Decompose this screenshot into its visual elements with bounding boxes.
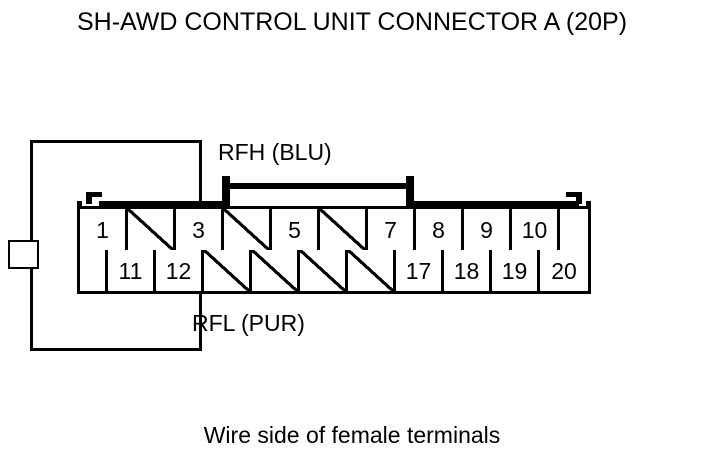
rfl-leader-vertical-right [199,291,202,351]
shell-top-edge-right [412,201,579,206]
rfh-leader-horizontal [30,140,202,143]
pin-grid: 1 3 5 7 8 9 10 11 12 17 18 19 20 [80,209,588,291]
label-rfh: RFH (BLU) [218,139,332,165]
pin-number: 3 [192,217,205,243]
pin-row-top: 1 3 5 7 8 9 10 [80,209,588,250]
shell-notch-right-riser [576,192,582,204]
latch-post-right [406,176,414,210]
shell-right-wall [586,201,591,294]
pin-number: 12 [165,258,192,284]
pin-cell-1: 1 [80,209,128,250]
pin-cell-3: 3 [176,209,224,250]
pin-cell-5: 5 [272,209,320,250]
shell-notch-left-cap [86,192,102,197]
pin-cell-19: 19 [492,250,540,291]
pin-cell-7: 7 [368,209,416,250]
pin-cell-blank [224,209,272,250]
pin-area-top-border [80,206,588,209]
label-rfl: RFL (PUR) [192,310,305,336]
pin-number: 1 [96,217,109,243]
pin-cell-17: 17 [396,250,444,291]
pin-cell-spacer [560,209,588,250]
page-title: SH-AWD CONTROL UNIT CONNECTOR A (20P) [76,8,628,36]
diagram-caption: Wire side of female terminals [203,422,501,448]
pin-cell-blank [204,250,252,291]
pin-cell-12: 12 [156,250,204,291]
shell-notch-left-riser [86,192,92,204]
pin-number: 9 [480,217,493,243]
pin-number: 19 [501,258,528,284]
pin-cell-9: 9 [464,209,512,250]
pin-number: 20 [551,258,577,284]
rfl-leader-vertical-left [30,266,33,351]
pin-number: 8 [432,217,445,243]
pin-cell-blank [252,250,300,291]
rfl-leader-horizontal [30,348,202,351]
pin-cell-20: 20 [540,250,588,291]
pin-cell-blank [320,209,368,250]
pin-number: 17 [405,258,432,284]
pin-number: 10 [521,217,548,243]
pin-cell-blank [300,250,348,291]
shell-top-edge-left [99,201,224,206]
shell-notch-right-cap [566,192,582,197]
shell-left-wall [77,201,82,294]
pin-number: 5 [288,217,301,243]
pin-number: 18 [453,258,480,284]
latch-crossbar [222,183,414,189]
pin-cell-11: 11 [108,250,156,291]
shell-bottom-wall [77,289,591,294]
pin-row-bottom: 11 12 17 18 19 20 [80,250,588,291]
pin-cell-blank [128,209,176,250]
pin-cell-10: 10 [512,209,560,250]
latch-post-left [222,176,230,210]
pin-cell-blank [348,250,396,291]
pin-number: 11 [118,258,143,284]
pin-cell-18: 18 [444,250,492,291]
pin-number: 7 [384,217,397,243]
pin-cell-spacer [80,250,108,291]
pin-cell-8: 8 [416,209,464,250]
rfh-leader-vertical-right [199,140,202,210]
terminal-box [8,240,39,269]
rfh-leader-vertical-left [30,140,33,242]
